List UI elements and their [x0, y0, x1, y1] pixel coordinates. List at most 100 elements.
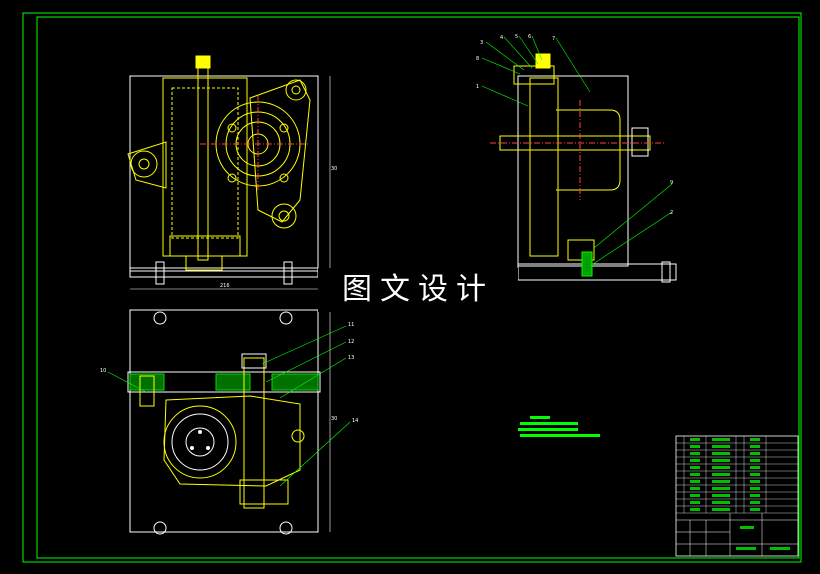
front-view-dimension-height: 30: [331, 166, 337, 172]
plan-view-gear-inner: [185, 427, 215, 457]
front-view-left-boss: [130, 150, 158, 178]
callout-leader-2: [589, 211, 673, 267]
plan-view: 30: [127, 309, 337, 535]
callout-label-10: 10: [100, 368, 106, 374]
front-view-bolt-2: [279, 123, 289, 133]
callout-label-5: 5: [515, 34, 518, 40]
drawing-title-bar: [740, 526, 754, 529]
plan-view-hatch-right: [271, 373, 319, 391]
side-view-bottom-block: [567, 239, 595, 261]
plan-view-mount-bolt-br: [279, 521, 293, 535]
technical-notes: [518, 416, 600, 437]
notes-line-1: [520, 422, 578, 425]
parts-list-grid: [676, 436, 798, 514]
front-view-bolt-3: [227, 173, 237, 183]
company-bar: [736, 547, 756, 550]
plan-view-base-plate: [129, 309, 319, 533]
title-block-lower: [676, 513, 798, 556]
callout-label-3: 3: [480, 40, 483, 46]
plan-view-side-boss: [291, 429, 305, 443]
front-view: 216 30: [127, 55, 337, 290]
plan-view-hub-hole-2: [190, 446, 194, 450]
plan-view-hub-hole-1: [198, 430, 202, 434]
callout-leader-6: [531, 35, 543, 61]
front-view-housing-inner: [171, 87, 239, 239]
front-view-left-arm: [127, 141, 167, 189]
front-view-foot-bolt-left: [155, 261, 165, 285]
callout-label-11: 11: [348, 322, 354, 328]
callout-leader-5: [518, 35, 539, 65]
callout-label-6: 6: [528, 34, 531, 40]
callout-leader-14: [279, 421, 351, 487]
parts-list-entries: [690, 438, 760, 511]
front-view-upper-boss: [285, 79, 307, 101]
front-view-foot-bolt-right: [283, 261, 293, 285]
plan-view-left-jaw: [139, 375, 155, 407]
side-view-top-cap: [513, 65, 555, 85]
side-view: [490, 53, 677, 283]
plan-view-screw: [243, 357, 265, 509]
front-view-base-plate: [129, 75, 319, 272]
front-view-left-hole: [138, 158, 150, 170]
plan-view-mount-bolt-tl: [153, 311, 167, 325]
notes-line-3: [520, 434, 600, 437]
plan-view-hatch-left: [129, 373, 165, 391]
notes-heading: [530, 416, 550, 419]
title-block-frame: [675, 435, 799, 557]
drawing-number-bar: [770, 547, 790, 550]
side-view-shaft-nut: [631, 127, 649, 157]
front-view-bolt-4: [279, 173, 289, 183]
front-view-bottom-block: [169, 235, 241, 257]
plan-view-mount-bolt-tr: [279, 311, 293, 325]
callout-leader-10: [107, 371, 147, 393]
callout-label-2: 2: [670, 210, 673, 216]
front-view-right-arm: [249, 79, 311, 223]
side-view-housing: [517, 75, 629, 267]
watermark-text: 图文设计: [318, 268, 518, 312]
callout-leader-8: [481, 57, 521, 75]
callout-label-7: 7: [552, 36, 555, 42]
plan-view-bottom-nut: [239, 479, 289, 505]
callout-leader-3: [485, 41, 525, 71]
front-view-lower-boss: [271, 203, 297, 229]
sheet-inner-border: [36, 16, 800, 559]
callout-leader-9: [593, 183, 673, 249]
front-view-screw-shaft: [197, 59, 209, 261]
callout-leader-11: [261, 325, 347, 365]
front-view-dimension-width: 216: [220, 283, 230, 289]
callout-label-13: 13: [348, 355, 354, 361]
front-view-lower-boss-hole: [278, 210, 290, 222]
plan-view-hub-hole-3: [206, 446, 210, 450]
callout-leader-1: [481, 85, 529, 107]
front-view-top-nut: [195, 55, 211, 69]
plan-view-clamp-bar: [127, 371, 321, 393]
callout-label-9: 9: [670, 180, 673, 186]
front-view-bolt-1: [227, 123, 237, 133]
callouts: 1 8 3 4 5 6 7 9 2 10 11 12 13 14: [100, 34, 673, 487]
front-view-upper-boss-hole: [291, 85, 301, 95]
callout-leader-12: [265, 341, 347, 383]
plan-view-mount-bolt-bl: [153, 521, 167, 535]
plan-view-housing: [163, 395, 301, 487]
callout-label-8: 8: [476, 56, 479, 62]
side-view-bottom-bolt: [581, 251, 593, 277]
sheet-outer-border: [22, 12, 802, 563]
plan-view-dimension-height: 30: [331, 416, 337, 422]
callout-label-4: 4: [500, 35, 503, 41]
side-view-foot-bolt: [661, 261, 671, 283]
notes-line-2: [518, 428, 578, 431]
title-block: [675, 435, 799, 557]
front-view-foot: [129, 267, 319, 278]
callout-label-12: 12: [348, 339, 354, 345]
side-view-top-nut: [535, 53, 551, 69]
front-view-bottom-nut: [185, 255, 223, 271]
plan-view-gear-outer: [163, 405, 237, 479]
plan-view-hatch-mid: [215, 373, 251, 391]
side-view-casting-left: [529, 77, 559, 257]
plan-view-top-nut: [241, 353, 267, 369]
side-view-base: [517, 263, 677, 281]
callout-leader-7: [555, 37, 591, 93]
callout-label-1: 1: [476, 84, 479, 90]
front-view-housing: [162, 77, 248, 257]
